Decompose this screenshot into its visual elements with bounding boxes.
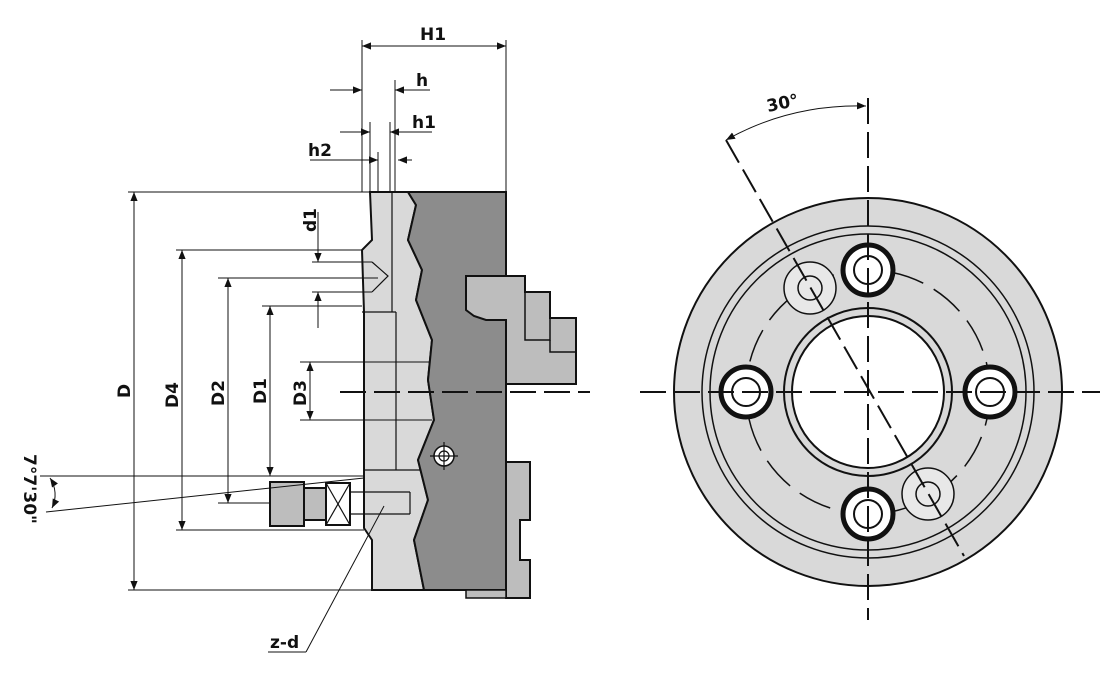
upper-jaw-step (524, 292, 551, 341)
label-D1: D1 (251, 378, 271, 404)
lower-jaw-foot (465, 589, 507, 599)
bolt-head (269, 481, 305, 527)
side-view: H1 h h1 h2 D D4 D2 D (19, 25, 590, 653)
label-D4: D4 (163, 382, 183, 408)
label-h1: h1 (412, 113, 436, 133)
bolt-shank (303, 487, 327, 521)
label-D3: D3 (291, 380, 311, 406)
label-d1: d1 (301, 208, 321, 232)
label-angle: 7°7'30" (19, 454, 39, 524)
label-D2: D2 (209, 380, 229, 406)
angle-arc (725, 102, 867, 141)
label-H1: H1 (420, 25, 446, 45)
label-h: h (416, 71, 428, 91)
label-z-d: z-d (270, 633, 299, 653)
front-view: 30° (640, 91, 1100, 620)
lower-jaw (505, 461, 531, 599)
front-centerline-diagonal (725, 139, 965, 557)
label-D: D (115, 384, 135, 398)
label-h2: h2 (308, 141, 332, 161)
upper-jaw-step-2 (549, 340, 576, 353)
pin-hole-lower (901, 467, 955, 521)
